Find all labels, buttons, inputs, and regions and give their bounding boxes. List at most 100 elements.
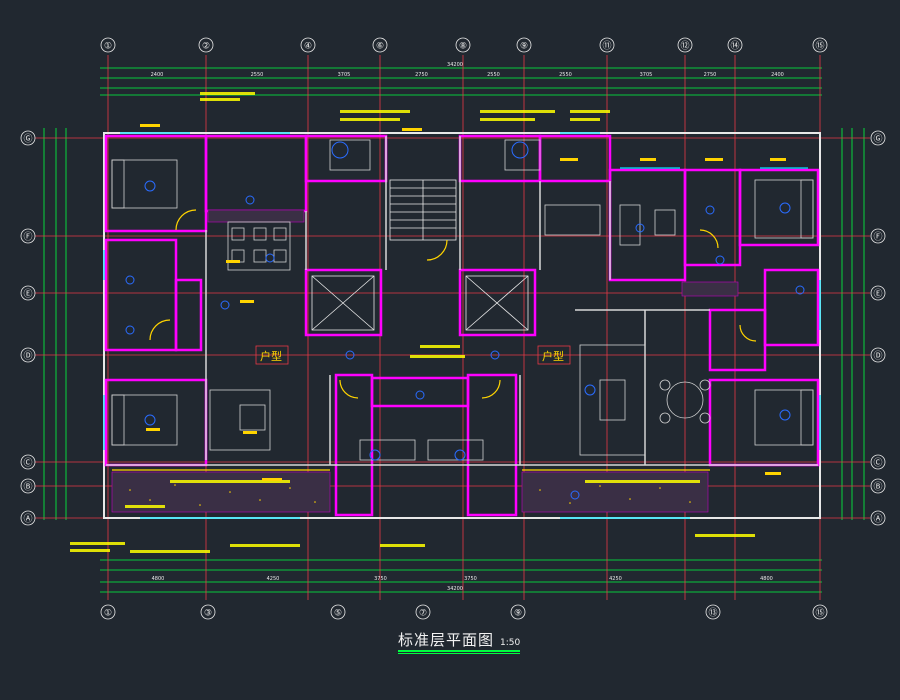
svg-text:Ⓑ: Ⓑ (873, 482, 882, 493)
magenta-walls (104, 134, 820, 517)
svg-text:Ⓓ: Ⓓ (873, 351, 882, 362)
title-underline-thin (398, 653, 520, 654)
axis-bubble-right: Ⓕ (870, 228, 886, 244)
svg-text:⑫: ⑫ (680, 41, 689, 52)
unit-label-text-left: 户型 (260, 349, 282, 363)
axis-bubble-right: Ⓖ (870, 130, 886, 146)
svg-text:Ⓕ: Ⓕ (873, 232, 882, 243)
svg-text:②: ② (202, 42, 210, 52)
title-underline (398, 650, 520, 652)
axis-bubble-top: ⑫ (677, 37, 693, 53)
svg-text:⑦: ⑦ (419, 609, 427, 619)
top-dimension-text: 2550 (559, 72, 572, 78)
bottom-dimension-lines (100, 559, 822, 593)
top-dimension-text: 2750 (704, 72, 717, 78)
svg-text:⑭: ⑭ (730, 41, 739, 52)
left-dimension-lines (43, 128, 67, 520)
axis-bubble-bottom: ⑬ (705, 604, 721, 620)
svg-text:Ⓒ: Ⓒ (23, 458, 32, 469)
svg-text:Ⓔ: Ⓔ (873, 289, 882, 300)
axis-bubble-bottom: ⑦ (415, 604, 431, 620)
annotation-marks (70, 92, 755, 553)
svg-text:⑥: ⑥ (376, 42, 384, 52)
drawing-scale: 1:50 (500, 638, 521, 648)
svg-text:Ⓔ: Ⓔ (23, 289, 32, 300)
svg-text:⑮: ⑮ (815, 608, 824, 619)
fixtures (125, 141, 805, 500)
axis-bubble-top: ⑥ (372, 37, 388, 53)
bottom-dimension-text: 4250 (267, 576, 280, 582)
svg-text:⑨: ⑨ (520, 42, 528, 52)
axis-bubble-left: Ⓕ (20, 228, 36, 244)
top-dimension-text: 2550 (487, 72, 500, 78)
axis-bubble-bottom: ① (100, 604, 116, 620)
axis-bubble-left: Ⓑ (20, 478, 36, 494)
axis-bubble-top: ⑧ (455, 37, 471, 53)
svg-text:Ⓖ: Ⓖ (873, 134, 882, 145)
windows (103, 132, 821, 519)
svg-text:Ⓖ: Ⓖ (23, 134, 32, 145)
axis-bubble-left: Ⓒ (20, 454, 36, 470)
unit-label-right (537, 345, 571, 365)
axis-bubble-bottom: ⑮ (812, 604, 828, 620)
axis-bubble-top: ⑨ (516, 37, 532, 53)
svg-text:Ⓕ: Ⓕ (23, 232, 32, 243)
top-dimension-text: 3705 (640, 72, 653, 78)
svg-text:③: ③ (204, 609, 212, 619)
axis-bubble-right: Ⓑ (870, 478, 886, 494)
drawing-title-text: 标准层平面图 (398, 631, 495, 649)
axis-bubble-top: ④ (300, 37, 316, 53)
svg-text:Ⓐ: Ⓐ (873, 514, 882, 525)
axis-bubble-top: ⑮ (812, 37, 828, 53)
svg-text:④: ④ (304, 42, 312, 52)
svg-text:⑧: ⑧ (459, 42, 467, 52)
top-dimension-text: 3705 (338, 72, 351, 78)
horizontal-axis-lines (35, 137, 870, 519)
axis-bubble-top: ⑪ (599, 37, 615, 53)
bottom-dimension-text: 4250 (609, 576, 622, 582)
bottom-dimension-text: 3750 (374, 576, 387, 582)
svg-text:⑬: ⑬ (708, 608, 717, 619)
axis-bubbles: ① ② ④ ⑥ ⑧ ⑨ ⑪ ⑫ ⑭ ⑮ ① ③ ⑤ ⑦ ⑨ ⑬ ⑮ Ⓖ Ⓕ Ⓔ Ⓓ Ⓒ Ⓑ Ⓐ Ⓖ Ⓕ Ⓔ Ⓓ Ⓒ Ⓑ Ⓐ (20, 37, 886, 620)
top-dimension-text: 2400 (771, 72, 784, 78)
drawing-title: 标准层平面图 1:50 (398, 629, 520, 655)
svg-text:①: ① (104, 609, 112, 619)
axis-bubble-right: Ⓐ (870, 510, 886, 526)
railings (112, 209, 757, 471)
axis-bubble-bottom: ⑤ (330, 604, 346, 620)
top-dimension-text: 2400 (151, 72, 164, 78)
axis-bubble-right: Ⓓ (870, 347, 886, 363)
balcony-dots (129, 484, 691, 506)
furniture (111, 139, 814, 461)
svg-text:①: ① (104, 42, 112, 52)
bottom-dimension-text: 4800 (760, 576, 773, 582)
total-dimension-top: 34200 (447, 62, 463, 68)
svg-text:Ⓑ: Ⓑ (23, 482, 32, 493)
axis-bubble-top: ② (198, 37, 214, 53)
svg-text:⑮: ⑮ (815, 41, 824, 52)
total-dimension-bottom: 34200 (447, 586, 463, 592)
elevator-right (465, 275, 529, 331)
unit-label-text-right: 户型 (542, 349, 564, 363)
axis-bubble-left: Ⓐ (20, 510, 36, 526)
svg-text:⑤: ⑤ (334, 609, 342, 619)
svg-text:⑨: ⑨ (514, 609, 522, 619)
bottom-dimension-texts: 4800 4250 3750 3750 4250 4800 (152, 576, 773, 582)
bottom-dimension-text: 3750 (464, 576, 477, 582)
axis-bubble-left: Ⓔ (20, 285, 36, 301)
svg-text:Ⓒ: Ⓒ (873, 458, 882, 469)
axis-bubble-top: ① (100, 37, 116, 53)
axis-bubble-top: ⑭ (727, 37, 743, 53)
axis-bubble-bottom: ⑨ (510, 604, 526, 620)
axis-bubble-right: Ⓔ (870, 285, 886, 301)
svg-text:Ⓓ: Ⓓ (23, 351, 32, 362)
axis-bubble-right: Ⓒ (870, 454, 886, 470)
svg-text:Ⓐ: Ⓐ (23, 514, 32, 525)
right-dimension-lines (841, 128, 865, 520)
axis-bubble-left: Ⓓ (20, 347, 36, 363)
axis-bubble-bottom: ③ (200, 604, 216, 620)
axis-bubble-left: Ⓖ (20, 130, 36, 146)
bottom-dimension-text: 4800 (152, 576, 165, 582)
elevator-left (311, 275, 375, 331)
